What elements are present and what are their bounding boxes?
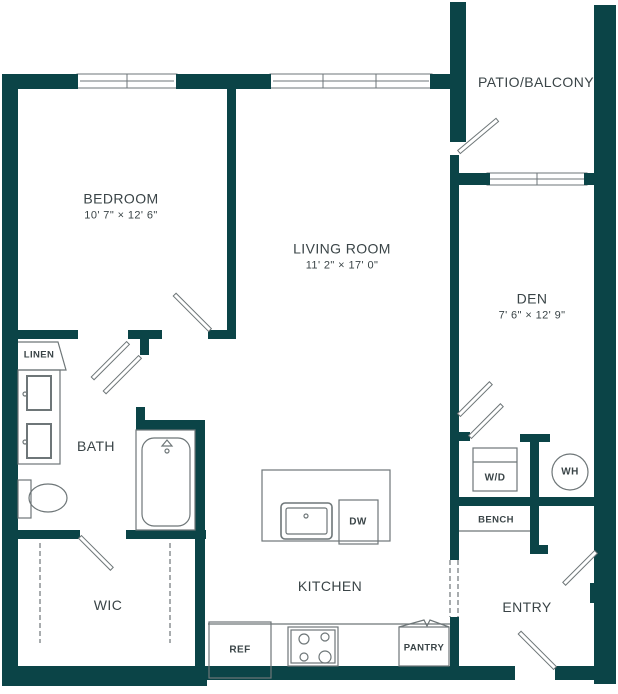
fixture-label-wd: W/D (484, 472, 506, 484)
faucet-2 (22, 439, 28, 445)
faucet-1 (22, 391, 28, 397)
room-label-patio: PATIO/BALCONY (478, 74, 594, 90)
wic-door (77, 534, 114, 571)
living-room-window (269, 73, 433, 89)
fixture-label-pantry: PANTRY (403, 642, 445, 654)
sink-1 (26, 375, 52, 411)
den-window (486, 172, 588, 186)
room-label-living-room: LIVING ROOM 11' 2" × 17' 0" (293, 241, 391, 272)
room-name: KITCHEN (297, 578, 363, 594)
range (287, 626, 339, 667)
doors (77, 117, 599, 671)
bath-pocket-door-2 (102, 354, 143, 395)
bedroom-window (76, 73, 178, 89)
room-name: PATIO/BALCONY (478, 74, 594, 90)
sink-2 (26, 423, 52, 459)
room-name: WIC (93, 597, 123, 613)
washer-dryer (472, 447, 518, 492)
room-label-bedroom: BEDROOM 10' 7" × 12' 6" (83, 191, 158, 222)
toilet-tank (17, 479, 32, 519)
closet-door (562, 549, 599, 586)
vanity (17, 369, 61, 465)
room-name: BATH (77, 438, 115, 454)
fixtures (17, 341, 589, 679)
room-name: ENTRY (502, 599, 552, 615)
water-heater (551, 453, 589, 491)
kitchen-island (261, 469, 391, 542)
room-label-kitchen: KITCHEN (298, 578, 362, 594)
room-name: BEDROOM (83, 190, 159, 207)
room-dimensions: 11' 2" × 17' 0" (305, 259, 379, 272)
fixture-label-bench: BENCH (478, 514, 514, 526)
room-label-wic: WIC (94, 597, 122, 613)
pantry (398, 626, 450, 667)
bathtub (135, 429, 196, 531)
burner-1 (298, 633, 310, 645)
fixture-label-ref: REF (229, 644, 251, 656)
burner-4 (318, 650, 332, 664)
range-top (290, 629, 336, 664)
den-door-1 (456, 381, 493, 418)
bedroom-door (172, 292, 213, 333)
kitchen-sink-basin (285, 507, 328, 535)
room-label-den: DEN 7' 6" × 12' 9" (499, 291, 566, 322)
entry-door (517, 630, 558, 671)
toilet-bowl (28, 483, 68, 513)
dishwasher (338, 499, 379, 545)
room-name: LIVING ROOM (293, 240, 391, 257)
pantry-doors (398, 619, 450, 628)
refrigerator (208, 621, 272, 679)
tub-faucet (160, 439, 174, 447)
room-name: DEN (516, 290, 548, 307)
burner-3 (299, 652, 309, 662)
patio-door (457, 117, 500, 155)
bathtub-basin (141, 437, 191, 527)
windows (76, 73, 588, 186)
bath-pocket-door-1 (90, 340, 131, 381)
room-dimensions: 10' 7" × 12' 6" (84, 209, 158, 222)
fixture-label-wh: WH (561, 466, 579, 478)
room-label-entry: ENTRY (502, 599, 551, 615)
burner-2 (320, 632, 330, 642)
kitchen-sink (280, 502, 333, 540)
tub-drain (164, 448, 170, 454)
kitchen-faucet (303, 513, 309, 519)
fixture-label-dw: DW (349, 516, 367, 528)
den-door-2 (467, 403, 504, 440)
room-dimensions: 7' 6" × 12' 9" (498, 309, 566, 322)
room-label-bath: BATH (77, 438, 115, 454)
fixture-label-linen: LINEN (23, 349, 55, 361)
walls (2, 2, 616, 686)
